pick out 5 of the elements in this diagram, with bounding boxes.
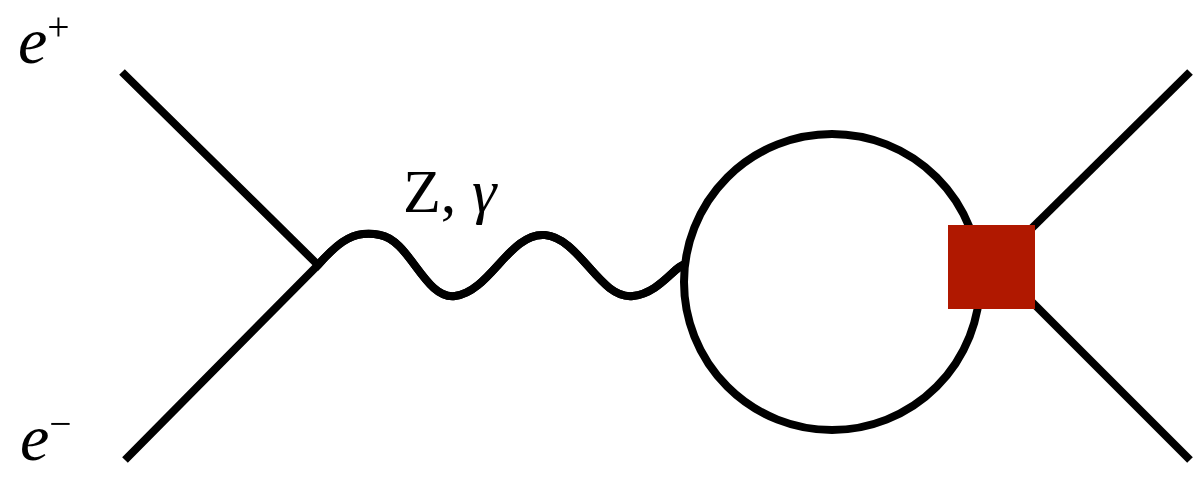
particle-label: e$^{+}$ xyxy=(18,8,70,74)
particle-label: e$^{−}$ xyxy=(20,405,72,471)
fermion-line xyxy=(1029,69,1193,231)
loop-circle xyxy=(680,130,984,434)
vertex-square xyxy=(948,225,1035,309)
